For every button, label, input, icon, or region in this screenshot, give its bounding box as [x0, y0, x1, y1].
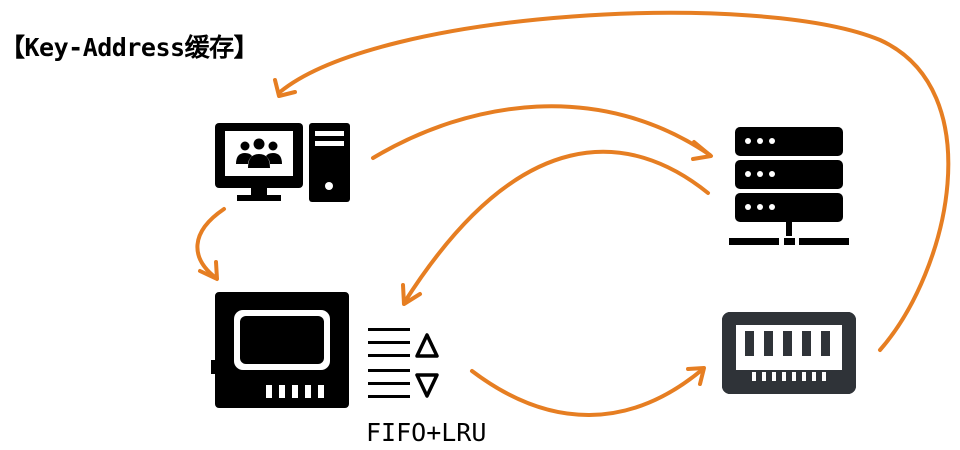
ram-module-icon [722, 312, 856, 394]
arrow-ram-to-computer [278, 10, 951, 352]
arrowhead-ram [686, 366, 706, 386]
server-icon [729, 127, 849, 245]
arrow-computer-to-server [371, 104, 712, 160]
arrow-list-to-ram [470, 367, 705, 417]
desktop-computer-icon [215, 123, 350, 202]
arrowhead-list [401, 283, 422, 306]
arrowhead-server [691, 140, 713, 161]
sort-list-icon [368, 328, 439, 398]
algorithm-label: FIFO+LRU [366, 418, 487, 447]
arrow-computer-to-ssd [195, 207, 226, 280]
arrowhead-ssd [198, 260, 219, 281]
diagram-title: 【Key-Address缓存】 [0, 33, 259, 62]
arrow-server-to-list [402, 149, 710, 305]
ssd-chip-icon [211, 292, 349, 408]
arrowhead-computer [273, 78, 297, 98]
